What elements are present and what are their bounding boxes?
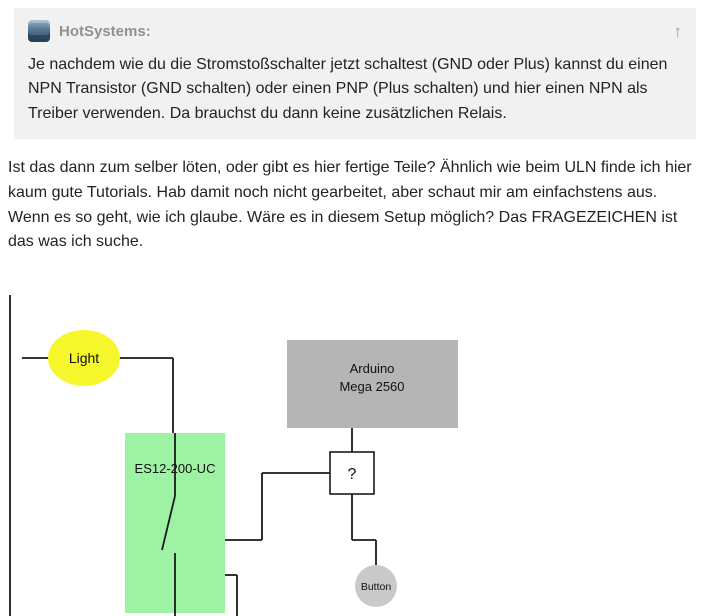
wires bbox=[9, 295, 377, 616]
arduino-label-line2: Mega 2560 bbox=[339, 379, 404, 394]
jump-to-post-arrow-icon[interactable]: ↑ bbox=[673, 21, 683, 41]
driver-label: ? bbox=[348, 466, 357, 483]
light-shape bbox=[48, 330, 120, 386]
arduino-shape bbox=[287, 340, 458, 428]
light-label: Light bbox=[69, 350, 99, 366]
quote-text: Je nachdem wie du die Stromstoßschalter … bbox=[28, 56, 668, 122]
forum-post: HotSystems: ↑ Je nachdem wie du die Stro… bbox=[0, 8, 713, 616]
quote-author: HotSystems: bbox=[59, 22, 151, 40]
quote-header[interactable]: HotSystems: ↑ bbox=[28, 20, 682, 42]
circuit-diagram-image[interactable]: Light ES12-200-UC Arduino Mega 2560 ? Bu… bbox=[0, 293, 713, 616]
circuit-diagram-svg: Light ES12-200-UC Arduino Mega 2560 ? Bu… bbox=[9, 295, 458, 616]
button-label: Button bbox=[361, 581, 392, 593]
driver-shape bbox=[329, 451, 375, 495]
quote-block: HotSystems: ↑ Je nachdem wie du die Stro… bbox=[14, 8, 696, 139]
arduino-label-line1: Arduino bbox=[350, 361, 395, 376]
button-shape bbox=[355, 565, 397, 607]
post-body-text: Ist das dann zum selber löten, oder gibt… bbox=[8, 158, 692, 251]
avatar bbox=[28, 20, 50, 42]
switch-symbol bbox=[161, 433, 176, 616]
